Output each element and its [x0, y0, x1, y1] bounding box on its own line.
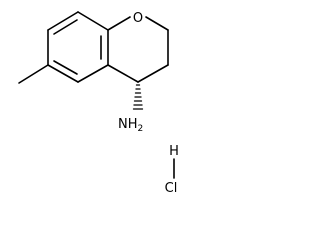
bond-c8a-c8 — [77, 11, 109, 31]
bond-c6-c5 — [47, 64, 79, 83]
double-bond-inner-c6-c5 — [53, 60, 78, 75]
bond-c8a-o — [107, 16, 131, 31]
bond-c5-c4a — [77, 64, 109, 83]
amine-hydrogen-count: 2 — [138, 124, 144, 134]
oxygen-atom-label: O — [133, 11, 143, 26]
bond-c8-c7 — [47, 11, 79, 31]
amine-hydrogen-label: H — [128, 117, 138, 132]
hcl-chlorine-label: Cl — [165, 181, 178, 196]
bond-c3-c4 — [137, 64, 169, 83]
pyran-ring — [107, 16, 169, 83]
bond-c4-c4a — [107, 64, 139, 83]
amine-group-label: NH2 — [118, 117, 143, 134]
bond-c6-methyl — [18, 64, 49, 84]
amine-nitrogen-label: N — [118, 117, 128, 132]
double-bond-inner-c8-c7 — [53, 19, 78, 35]
bond-o-c2 — [145, 16, 169, 31]
hcl-hydrogen-label: H — [169, 144, 179, 159]
hashed-wedge-bond — [132, 84, 144, 110]
benzene-ring — [47, 11, 109, 83]
chemical-structure-diagram: O NH2 H Cl — [18, 11, 179, 196]
